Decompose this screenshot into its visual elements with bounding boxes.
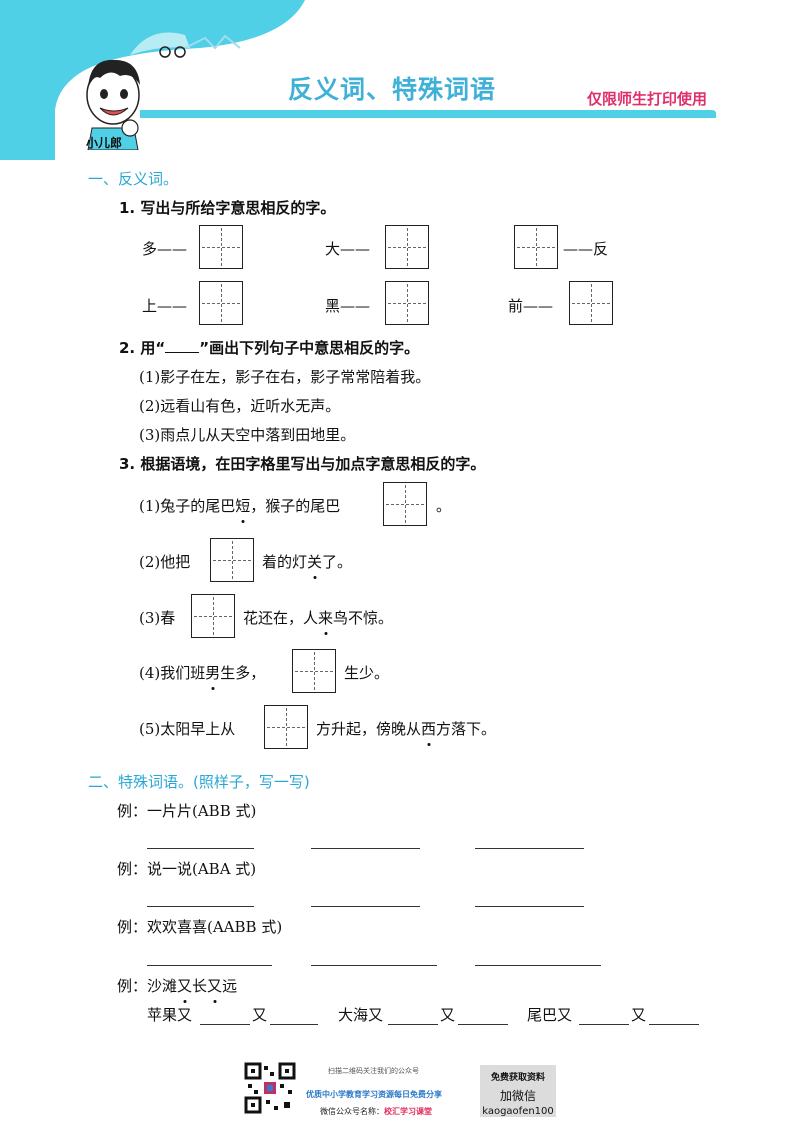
logo-text: 小儿郎 (86, 136, 123, 150)
account-line: 微信公众号名称：校汇学习课堂 (320, 1107, 432, 1116)
q1-item: ——反 (563, 240, 609, 258)
tian-grid-box[interactable] (383, 482, 427, 526)
tian-grid-box[interactable] (199, 281, 243, 325)
q1-title: 1. 写出与所给字意思相反的字。 (119, 199, 336, 217)
q3-sentence-4: (4)我们班男生多， (139, 664, 266, 682)
q1-item: 黑—— (325, 297, 371, 315)
answer-line[interactable] (475, 965, 601, 966)
q3-sentence-1: (1)兔子的尾巴短，猴子的尾巴 (139, 497, 341, 515)
example-you: 例：沙滩又长又远 (117, 977, 238, 995)
q2-sentence: (1)影子在左，影子在右，影子常常陪着我。 (139, 368, 431, 386)
answer-line[interactable] (458, 1024, 508, 1025)
q3-sentence-5: 方升起，傍晚从西方落下。 (316, 720, 497, 738)
dotted-char: 来 (318, 609, 334, 627)
answer-line[interactable] (579, 1024, 629, 1025)
tian-grid-box[interactable] (191, 594, 235, 638)
dotted-char: 又 (177, 977, 193, 995)
q3-sentence-3: 花还在，人来鸟不惊。 (243, 609, 394, 627)
dotted-char: 关 (307, 553, 323, 571)
tian-grid-box[interactable] (210, 538, 254, 582)
section2-title: 二、特殊词语。(照样子，写一写) (88, 773, 310, 791)
answer-line[interactable] (475, 848, 584, 849)
scan-text: 扫描二维码关注我们的公众号 (328, 1067, 419, 1075)
tian-grid-box[interactable] (569, 281, 613, 325)
example-abb: 例：一片片(ABB 式) (117, 802, 257, 820)
tian-grid-box[interactable] (385, 281, 429, 325)
answer-line[interactable] (147, 848, 254, 849)
example-aba: 例：说一说(ABA 式) (117, 860, 257, 878)
q3-sentence-2: 着的灯关了。 (262, 553, 353, 571)
page-title: 反义词、特殊词语 (288, 75, 497, 104)
wechat-box: 免费获取资料 加微信 kaogaofen100 (480, 1065, 556, 1117)
qr-code-icon (244, 1062, 296, 1114)
q2-sentence: (2)远看山有色，近听水无声。 (139, 397, 341, 415)
wechat-id: kaogaofen100 (482, 1106, 554, 1117)
answer-line[interactable] (311, 965, 437, 966)
example-aabb: 例：欢欢喜喜(AABB 式) (117, 918, 283, 936)
q1-item: 大—— (325, 240, 371, 258)
q1-item: 上—— (142, 297, 188, 315)
answer-line[interactable] (147, 965, 272, 966)
answer-line[interactable] (200, 1024, 250, 1025)
answer-line[interactable] (649, 1024, 699, 1025)
dotted-char: 男 (205, 664, 221, 682)
answer-line[interactable] (311, 848, 420, 849)
q3-title: 3. 根据语境，在田字格里写出与加点字意思相反的字。 (119, 455, 486, 473)
q2-sentence: (3)雨点儿从天空中落到田地里。 (139, 426, 356, 444)
q2-title: 2. 用“”画出下列句子中意思相反的字。 (119, 339, 420, 357)
tian-grid-box[interactable] (385, 225, 429, 269)
q1-item: 前—— (508, 297, 554, 315)
q1-item: 多—— (142, 240, 188, 258)
share-text: 优质中小学教育学习资源每日免费分享 (306, 1090, 442, 1099)
boy-logo-icon (86, 59, 140, 150)
dotted-char: 西 (421, 720, 437, 738)
section1-title: 一、反义词。 (88, 170, 179, 188)
answer-line[interactable] (147, 906, 254, 907)
answer-line[interactable] (475, 906, 584, 907)
header-decoration (0, 0, 716, 160)
answer-line[interactable] (388, 1024, 438, 1025)
answer-line[interactable] (311, 906, 420, 907)
usage-note: 仅限师生打印使用 (587, 90, 708, 108)
tian-grid-box[interactable] (199, 225, 243, 269)
tian-grid-box[interactable] (292, 649, 336, 693)
tian-grid-box[interactable] (264, 705, 308, 749)
tian-grid-box[interactable] (514, 225, 558, 269)
answer-line[interactable] (270, 1024, 318, 1025)
dotted-char: 短 (235, 497, 251, 515)
dotted-char: 又 (207, 977, 223, 995)
